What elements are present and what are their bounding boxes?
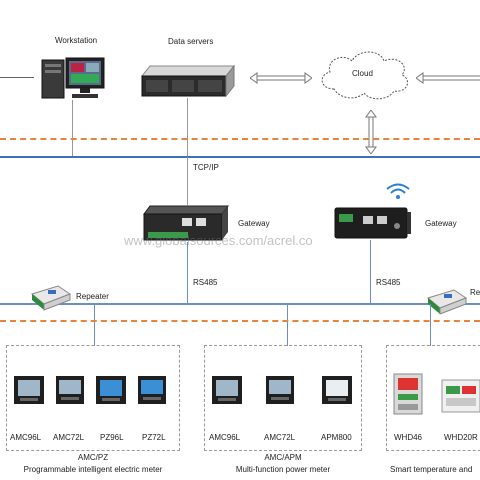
group2-drop <box>287 304 288 346</box>
tcpip-bus <box>0 156 480 158</box>
cloud-icon <box>314 45 414 105</box>
repeater-right-label: Re <box>470 288 480 297</box>
repeater-right-icon <box>424 288 468 316</box>
device-label: WHD20R <box>444 433 478 442</box>
group3-drop <box>430 304 431 346</box>
meter-amc96l-icon <box>210 374 244 406</box>
gateway-right-icon <box>333 204 413 240</box>
repeater-left-label: Repeater <box>76 292 109 301</box>
meter-amc96l-icon <box>12 374 46 406</box>
workstation-drop <box>72 100 73 156</box>
watermark-text: www.globalsources.com/acrel.co <box>124 233 313 248</box>
device-label: AMC96L <box>209 433 241 442</box>
meter-amc72l-icon <box>54 374 86 406</box>
server-drop <box>187 98 188 156</box>
controller-whd20r-icon <box>440 376 480 416</box>
group1-title: AMC/PZ <box>77 453 109 462</box>
meter-apm800-icon <box>320 374 354 406</box>
rs485-left-drop <box>187 242 188 304</box>
group1-drop <box>94 304 95 346</box>
device-label: AMC72L <box>264 433 296 442</box>
device-label: AMC72L <box>53 433 85 442</box>
cloud-gateway-arrow <box>365 109 377 155</box>
group2-title: AMC/APM <box>264 453 302 462</box>
group1-subtitle: Programmable intelligent electric meter <box>23 465 163 474</box>
server-icon <box>140 64 236 98</box>
device-label: AMC96L <box>10 433 42 442</box>
repeater-left-icon <box>28 284 72 312</box>
gateway-left-label: Gateway <box>238 219 270 228</box>
meter-pz96l-icon <box>94 374 128 406</box>
tcpip-to-gateway-left <box>187 157 188 205</box>
group2-box <box>204 345 362 451</box>
device-label: APM800 <box>321 433 352 442</box>
cloud-label: Cloud <box>352 69 373 78</box>
data-servers-label: Data servers <box>168 37 214 46</box>
double-arrow-left <box>249 71 313 84</box>
group1-box <box>6 345 180 451</box>
workstation-label: Workstation <box>55 36 98 45</box>
group2-subtitle: Multi-function power meter <box>235 465 331 474</box>
rs485-right-drop <box>370 240 371 304</box>
gateway-left-icon <box>142 204 232 242</box>
left-link-line <box>0 77 34 78</box>
group3-subtitle: Smart temperature and <box>390 465 473 474</box>
tcpip-label: TCP/IP <box>193 163 219 172</box>
rs485-right-label: RS485 <box>376 278 401 287</box>
separator-bottom <box>0 320 480 322</box>
rs485-left-label: RS485 <box>193 278 218 287</box>
repeater-bus <box>0 303 480 305</box>
gateway-right-label: Gateway <box>425 219 457 228</box>
double-arrow-right <box>415 71 480 84</box>
meter-pz72l-icon <box>136 374 168 406</box>
meter-amc72l-icon <box>264 374 296 406</box>
controller-whd46-icon <box>392 372 426 416</box>
wifi-icon <box>385 182 411 200</box>
group3-box <box>386 345 480 451</box>
device-label: PZ72L <box>142 433 166 442</box>
device-label: WHD46 <box>394 433 423 442</box>
workstation-icon <box>40 56 106 102</box>
device-label: PZ96L <box>100 433 124 442</box>
separator-top <box>0 138 480 140</box>
